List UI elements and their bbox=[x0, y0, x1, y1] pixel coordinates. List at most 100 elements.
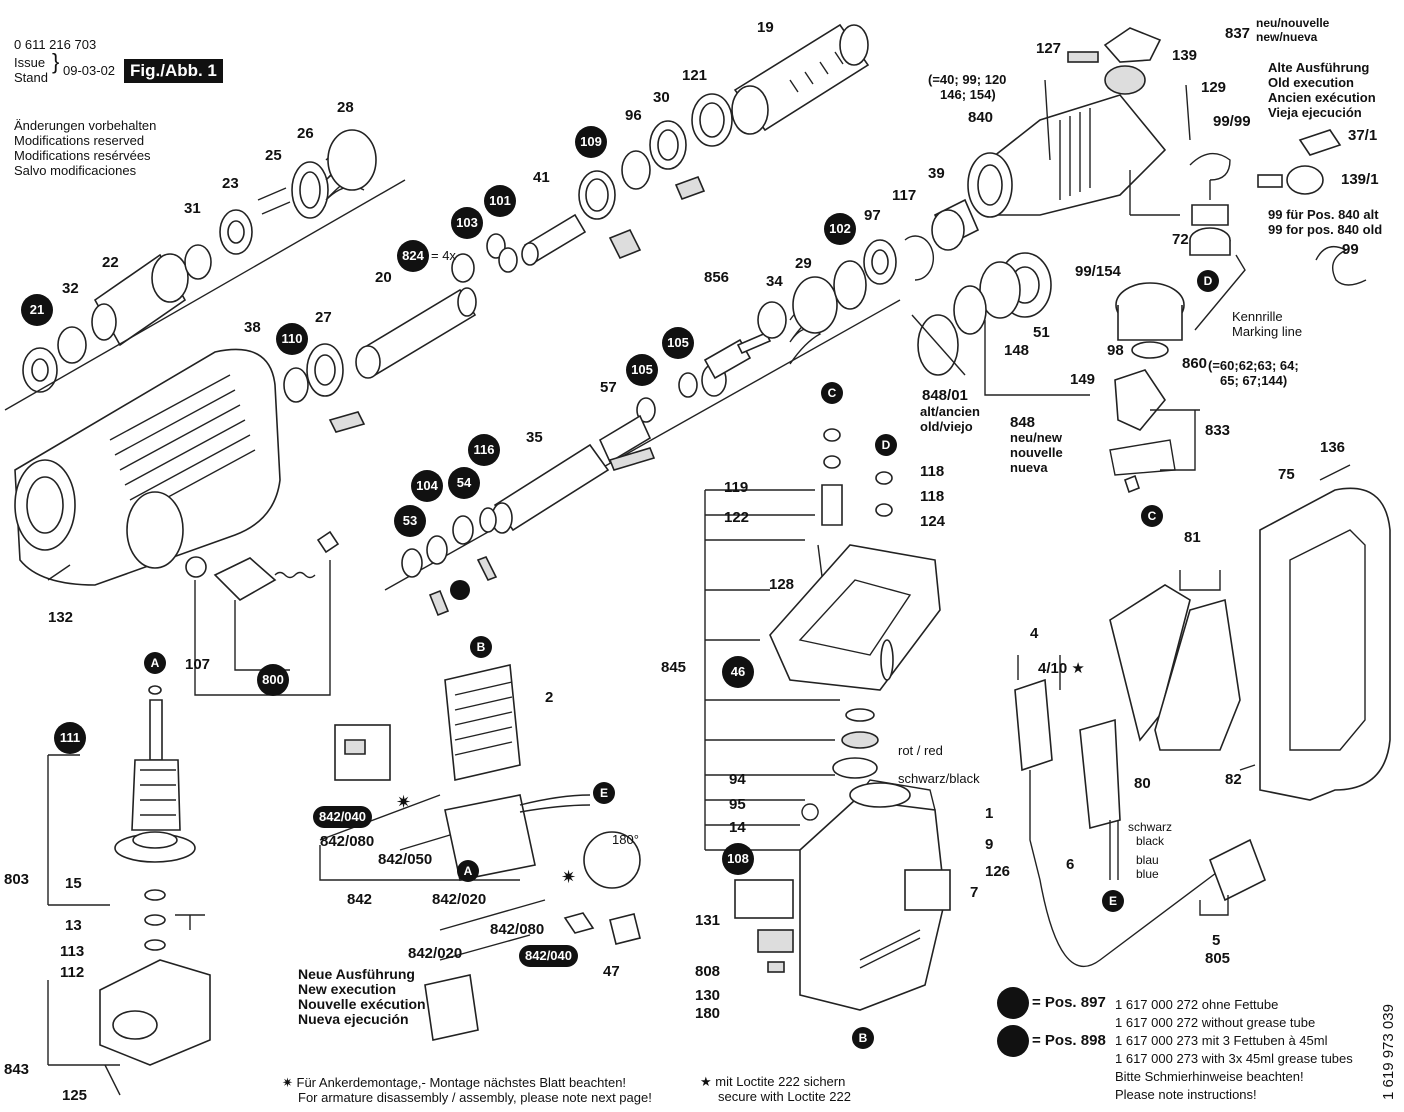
part-label: 4/10 ★ bbox=[1038, 660, 1085, 677]
wire-blue: blue bbox=[1136, 867, 1159, 881]
legend-898-line3: Bitte Schmierhinweise beachten! bbox=[1115, 1069, 1304, 1084]
badge-46: 46 bbox=[722, 656, 754, 688]
part-label: 47 bbox=[603, 963, 620, 980]
rear-handle-75-drawing bbox=[1239, 464, 1391, 801]
marker-a: A bbox=[457, 860, 479, 882]
part-label: 121 bbox=[682, 67, 708, 84]
part-label: 30 bbox=[653, 89, 670, 106]
marking-line-en: Marking line bbox=[1232, 324, 1303, 339]
part-label: 51 bbox=[1033, 324, 1050, 341]
issue-label: Issue bbox=[14, 55, 46, 70]
screw-132 bbox=[47, 564, 71, 581]
label-848-new-3: nueva bbox=[1010, 460, 1048, 475]
notice-line: Old execution bbox=[1268, 75, 1354, 90]
stand-label: Stand bbox=[14, 70, 48, 85]
part-label: 98 bbox=[1107, 342, 1124, 359]
wire-red-label: rot / red bbox=[898, 743, 943, 758]
part-label: 29 bbox=[795, 255, 812, 272]
part-label: 803 bbox=[4, 871, 30, 888]
badge-103: 103 bbox=[451, 207, 483, 239]
angle-label: 180° bbox=[612, 832, 639, 847]
legend-898-line2: 1 617 000 273 with 3x 45ml grease tubes bbox=[1115, 1051, 1353, 1066]
armature-asterisk: ✷ bbox=[561, 867, 577, 887]
label-848-new-2: nouvelle bbox=[1010, 445, 1063, 460]
legend-pos897: = Pos. 897 bbox=[1032, 994, 1106, 1011]
label-848-01-old-1: alt/ancien bbox=[920, 404, 980, 419]
part-label: 94 bbox=[729, 771, 746, 788]
marker-a: A bbox=[144, 652, 166, 674]
badge-54: 54 bbox=[448, 467, 480, 499]
part-label: 95 bbox=[729, 796, 746, 813]
ring-110 bbox=[283, 367, 309, 403]
bearing-27-inner bbox=[314, 354, 336, 386]
part-label: 837 bbox=[1225, 25, 1251, 42]
pos99-note-de: 99 für Pos. 840 alt bbox=[1268, 207, 1379, 222]
marker-e: E bbox=[1102, 890, 1124, 912]
part-label: 130 bbox=[695, 987, 721, 1004]
loctite-note-de: ★ mit Loctite 222 sichern bbox=[700, 1074, 846, 1089]
notice-line: Modifications resérvées bbox=[14, 148, 151, 163]
part-label: 805 bbox=[1205, 950, 1231, 967]
guide-line bbox=[384, 299, 901, 591]
part-label: 131 bbox=[695, 912, 721, 929]
part-label: 136 bbox=[1320, 439, 1346, 456]
part-label: 2 bbox=[545, 689, 554, 706]
marker-d: D bbox=[1197, 270, 1219, 292]
part-label: 842/020 bbox=[408, 945, 463, 962]
part-label: 23 bbox=[222, 175, 239, 192]
guide-line bbox=[4, 179, 406, 411]
legend-898-line1: 1 617 000 273 mit 3 Fettuben à 45ml bbox=[1115, 1033, 1328, 1048]
switch-833-drawing bbox=[1109, 369, 1200, 494]
part-label: 57 bbox=[600, 379, 617, 396]
part-label: 833 bbox=[1205, 422, 1231, 439]
legend-898-line4: Please note instructions! bbox=[1115, 1087, 1257, 1102]
ring-set-drawing bbox=[578, 93, 733, 260]
part-label: 139 bbox=[1172, 47, 1198, 64]
part-label: 6 bbox=[1066, 856, 1075, 873]
notice-line: Neue Ausführung bbox=[298, 966, 415, 982]
part-label: 118 bbox=[920, 463, 945, 480]
label-848-new-1: neu/new bbox=[1010, 430, 1063, 445]
gear-cover-drawing bbox=[704, 428, 941, 850]
part-label: 15 bbox=[65, 875, 82, 892]
part-label: 82 bbox=[1225, 771, 1242, 788]
badge-824: 824 bbox=[397, 240, 429, 272]
wire-schwarz: schwarz bbox=[1128, 820, 1173, 834]
main-housing-840-drawing bbox=[967, 27, 1191, 218]
notice-line: Salvo modificaciones bbox=[14, 163, 137, 178]
hook-and-gear-drawing bbox=[1129, 152, 1246, 331]
part-label: 842/050 bbox=[378, 851, 433, 868]
part-label: 845 bbox=[661, 659, 687, 676]
marker-e: E bbox=[593, 782, 615, 804]
part-label: 856 bbox=[704, 269, 730, 286]
old-execution-notice: Alte Ausführung Old execution Ancien exé… bbox=[1268, 60, 1376, 120]
piston-drawing bbox=[355, 213, 587, 379]
part-label: 39 bbox=[928, 165, 945, 182]
marker-b: B bbox=[852, 1027, 874, 1049]
gear-housing-drawing bbox=[14, 348, 281, 586]
badge-842-040: 842/040 bbox=[313, 806, 372, 828]
handle-cover-81-drawing bbox=[1109, 570, 1241, 751]
pos99-note-en: 99 for pos. 840 old bbox=[1268, 222, 1383, 237]
marker-b: B bbox=[470, 636, 492, 658]
part-label: 180 bbox=[695, 1005, 721, 1022]
marker-c: C bbox=[821, 382, 843, 404]
part-label: 119 bbox=[724, 479, 749, 496]
badge-111: 111 bbox=[54, 722, 86, 754]
ref-860-line2: 65; 67;144) bbox=[1220, 373, 1288, 388]
part-label: 132 bbox=[48, 609, 74, 626]
marking-line-de: Kennrille bbox=[1232, 309, 1283, 324]
armature-note-en: For armature disassembly / assembly, ple… bbox=[298, 1090, 652, 1105]
part-label: 99/154 bbox=[1075, 263, 1121, 280]
part-label: 840 bbox=[968, 109, 994, 126]
part-label: 124 bbox=[920, 513, 946, 530]
part-label: 27 bbox=[315, 309, 332, 326]
part-label: 842/020 bbox=[432, 891, 487, 908]
part-label: 81 bbox=[1184, 529, 1201, 546]
part-label: 32 bbox=[62, 280, 79, 297]
armature-asterisk: ✷ bbox=[396, 792, 412, 812]
part-label: 97 bbox=[864, 207, 881, 224]
part-label: 80 bbox=[1134, 775, 1151, 792]
notice-line: New execution bbox=[298, 981, 397, 997]
